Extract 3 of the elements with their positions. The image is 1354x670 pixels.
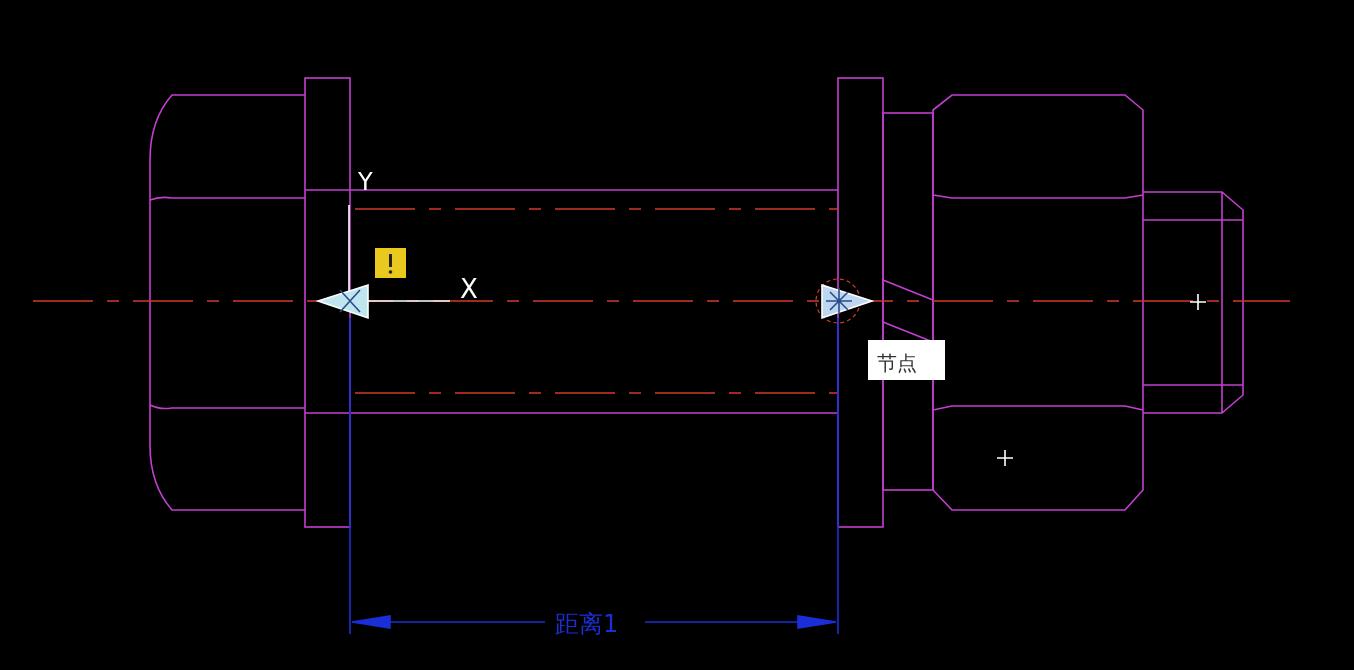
tooltip: 节点 <box>868 340 945 380</box>
axis-label: X <box>460 274 478 304</box>
axis-label: Y <box>358 168 373 196</box>
